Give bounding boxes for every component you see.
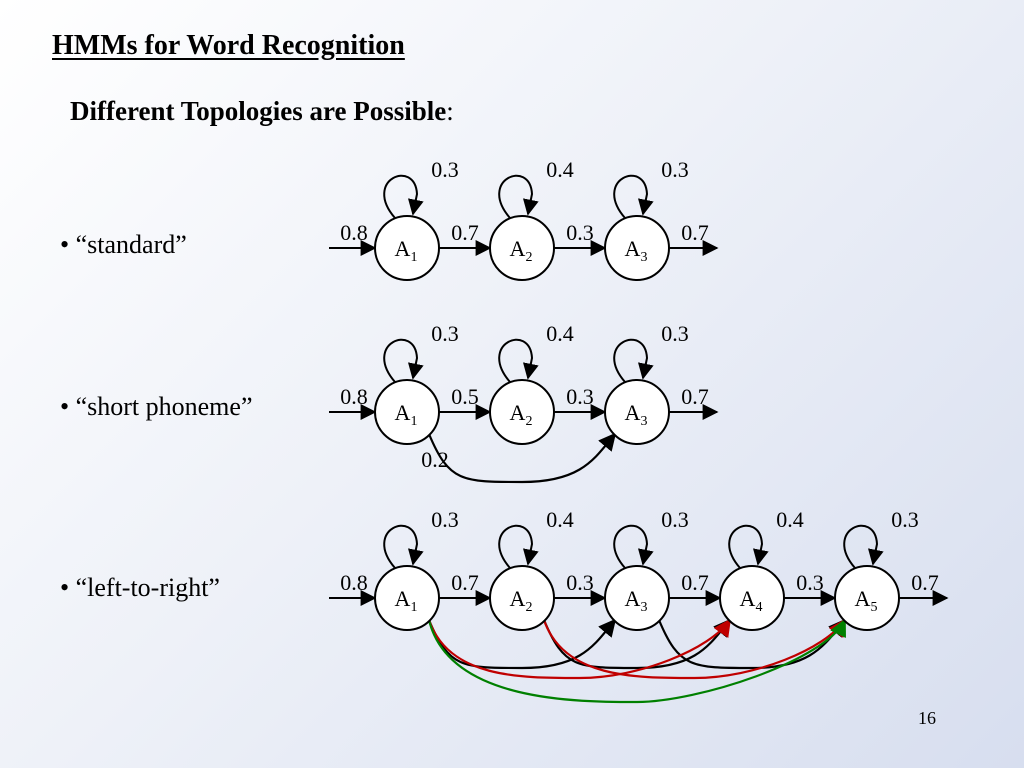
row2-transition-prob-2: 0.3 — [566, 384, 594, 409]
row3-state-subscript-2: 2 — [525, 600, 532, 615]
row1-self-loop-1 — [383, 174, 424, 219]
row3-self-loop-1 — [383, 524, 424, 569]
row3-skip-arrow-5 — [542, 618, 847, 680]
row1-state-node-1 — [374, 215, 440, 281]
bullet-left-to-right: • “left-to-right” — [60, 573, 220, 602]
row3-self-loop-3 — [613, 524, 654, 569]
row3-self-prob-4: 0.4 — [776, 507, 804, 532]
row1-state-label-2: A2 — [510, 236, 533, 265]
row3-self-prob-1: 0.3 — [431, 507, 459, 532]
row1-self-prob-2: 0.4 — [546, 157, 574, 182]
row2-state-name-2: A — [510, 400, 526, 425]
row1-self-loop-3 — [613, 174, 654, 219]
row2-self-loop-1 — [383, 338, 424, 383]
row3-state-subscript-3: 3 — [640, 600, 647, 615]
row1-state-name-1: A — [395, 236, 411, 261]
row2-self-loop-2 — [498, 338, 539, 383]
row3-transition-prob-1: 0.7 — [451, 570, 479, 595]
subtitle-colon: : — [446, 96, 454, 126]
bullet-standard: • “standard” — [60, 230, 187, 259]
row2-self-prob-1: 0.3 — [431, 321, 459, 346]
row1-entry-prob: 0.8 — [340, 220, 368, 245]
row3-state-name-2: A — [510, 586, 526, 611]
row1-transition-prob-2: 0.3 — [566, 220, 594, 245]
row3-state-node-4 — [719, 565, 785, 631]
row3-state-node-1 — [374, 565, 440, 631]
page-number: 16 — [918, 708, 936, 728]
row1-state-node-3 — [604, 215, 670, 281]
row3-transition-prob-2: 0.3 — [566, 570, 594, 595]
row1-state-label-3: A3 — [625, 236, 648, 265]
row2-self-prob-2: 0.4 — [546, 321, 574, 346]
row3-skip-arrow-2 — [542, 618, 732, 670]
row3-state-name-3: A — [625, 586, 641, 611]
slide-title: HMMs for Word Recognition — [52, 30, 405, 61]
row3-state-node-5 — [834, 565, 900, 631]
subtitle-text: Different Topologies are Possible — [70, 96, 447, 126]
row2-skip-arrow-1 — [427, 432, 617, 484]
row1-state-subscript-3: 3 — [640, 250, 647, 265]
row3-exit-prob: 0.7 — [911, 570, 939, 595]
row2-state-node-3 — [604, 379, 670, 445]
row3-state-node-2 — [489, 565, 555, 631]
row1-state-subscript-2: 2 — [525, 250, 532, 265]
row1-exit-prob: 0.7 — [681, 220, 709, 245]
row2-state-subscript-1: 1 — [410, 414, 417, 429]
row3-state-name-4: A — [740, 586, 756, 611]
row2-state-node-1 — [374, 379, 440, 445]
row3-self-prob-3: 0.3 — [661, 507, 689, 532]
row2-state-subscript-2: 2 — [525, 414, 532, 429]
row3-state-name-1: A — [395, 586, 411, 611]
row1-self-loop-2 — [498, 174, 539, 219]
row3-skip-arrow-1 — [427, 618, 617, 670]
subtitle: Different Topologies are Possible: — [70, 96, 454, 127]
row3-skip-arrow-6 — [427, 618, 846, 704]
row3-self-prob-5: 0.3 — [891, 507, 919, 532]
row3-state-label-2: A2 — [510, 586, 533, 615]
row3-self-loop-4 — [728, 524, 769, 569]
row2-transition-prob-1: 0.5 — [451, 384, 479, 409]
row3-state-subscript-1: 1 — [410, 600, 417, 615]
row3-state-label-3: A3 — [625, 586, 648, 615]
row2-state-label-2: A2 — [510, 400, 533, 429]
row3-transition-prob-3: 0.7 — [681, 570, 709, 595]
row1-transition-prob-1: 0.7 — [451, 220, 479, 245]
row2-state-label-3: A3 — [625, 400, 648, 429]
row2-state-subscript-3: 3 — [640, 414, 647, 429]
row3-self-prob-2: 0.4 — [546, 507, 574, 532]
row3-self-loop-5 — [843, 524, 884, 569]
row2-self-prob-3: 0.3 — [661, 321, 689, 346]
row3-self-loop-2 — [498, 524, 539, 569]
row2-exit-prob: 0.7 — [681, 384, 709, 409]
row1-state-node-2 — [489, 215, 555, 281]
row2-state-node-2 — [489, 379, 555, 445]
row3-state-subscript-5: 5 — [870, 600, 877, 615]
row2-entry-prob: 0.8 — [340, 384, 368, 409]
row2-state-label-1: A1 — [395, 400, 418, 429]
row3-state-subscript-4: 4 — [755, 600, 762, 615]
row2-state-name-3: A — [625, 400, 641, 425]
row3-state-label-4: A4 — [740, 586, 763, 615]
row2-skip-prob-1: 0.2 — [421, 447, 449, 472]
bullet-short-phoneme: • “short phoneme” — [60, 392, 253, 421]
row2-state-name-1: A — [395, 400, 411, 425]
row1-state-name-3: A — [625, 236, 641, 261]
row3-skip-arrow-4 — [427, 618, 732, 680]
row1-self-prob-3: 0.3 — [661, 157, 689, 182]
row1-state-subscript-1: 1 — [410, 250, 417, 265]
row1-self-prob-1: 0.3 — [431, 157, 459, 182]
row3-transition-prob-4: 0.3 — [796, 570, 824, 595]
row1-state-label-1: A1 — [395, 236, 418, 265]
row1-state-name-2: A — [510, 236, 526, 261]
row3-state-node-3 — [604, 565, 670, 631]
row3-state-name-5: A — [855, 586, 871, 611]
row2-self-loop-3 — [613, 338, 654, 383]
row3-state-label-1: A1 — [395, 586, 418, 615]
row3-entry-prob: 0.8 — [340, 570, 368, 595]
row3-state-label-5: A5 — [855, 586, 878, 615]
